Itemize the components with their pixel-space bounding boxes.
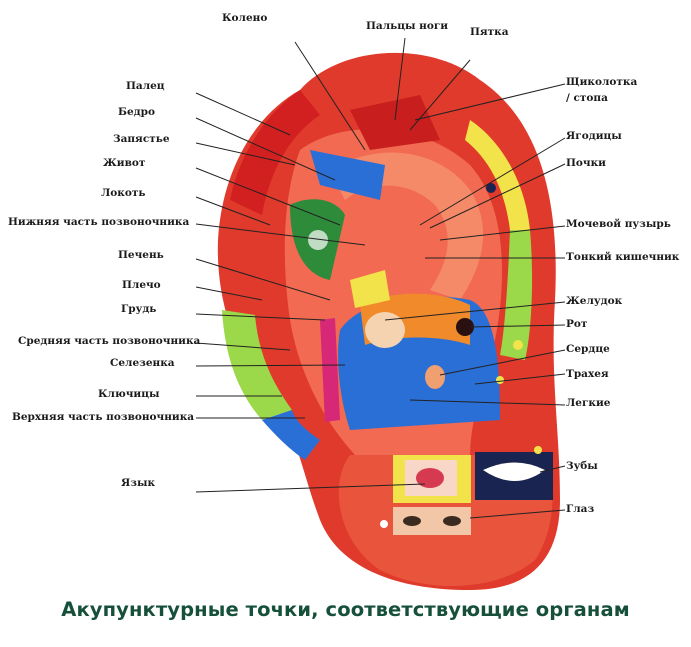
label-koleno: Колено (222, 12, 267, 25)
label-zheludok: Желудок (566, 295, 622, 308)
heart-icon (425, 365, 445, 389)
label-pochki: Почки (566, 157, 606, 170)
label-legkie: Легкие (566, 397, 610, 410)
label-zhivot: Живот (103, 157, 145, 170)
label-sred-pozv: Средняя часть позвоночника (18, 335, 200, 348)
label-klyuchitsy: Ключицы (98, 388, 159, 401)
tongue-icon (416, 468, 444, 488)
label-yazyk: Язык (121, 477, 155, 490)
label-lokot: Локоть (101, 187, 146, 200)
label-bedro: Бедро (118, 106, 155, 119)
label-selezenka: Селезенка (110, 357, 175, 370)
dot-right-3 (534, 446, 542, 454)
label-grud: Грудь (121, 303, 156, 316)
label-paltsy-nogi: Пальцы ноги (366, 20, 448, 33)
label-nizh-pozv: Нижняя часть позвоночника (8, 216, 189, 229)
label-zuby: Зубы (566, 460, 598, 473)
label-serdtse: Сердце (566, 343, 610, 356)
label-rot: Рот (566, 318, 587, 331)
eye-icon-right (443, 516, 461, 526)
label-zapyastye: Запястье (113, 133, 170, 146)
label-traheya: Трахея (566, 368, 609, 381)
label-mochevoy: Мочевой пузырь (566, 218, 671, 231)
label-pyatka: Пятка (470, 26, 509, 39)
label-tonkiy: Тонкий кишечник (566, 251, 679, 264)
label-yagoditsy: Ягодицы (566, 130, 622, 143)
diagram-caption: Акупунктурные точки, соответствующие орг… (0, 598, 691, 621)
label-pechen: Печень (118, 249, 164, 262)
label-shchikolotka: Щиколотка (566, 76, 637, 89)
label-stopa: / стопа (566, 92, 608, 105)
label-palets: Палец (126, 80, 165, 93)
eye-icon-left (403, 516, 421, 526)
label-glaz: Глаз (566, 503, 594, 516)
dot-right-1 (513, 340, 523, 350)
label-verh-pozv: Верхняя часть позвоночника (12, 411, 194, 424)
dot-lobe (380, 520, 388, 528)
label-plecho: Плечо (122, 279, 161, 292)
dot-right-2 (496, 376, 504, 384)
stomach-icon (365, 312, 405, 348)
